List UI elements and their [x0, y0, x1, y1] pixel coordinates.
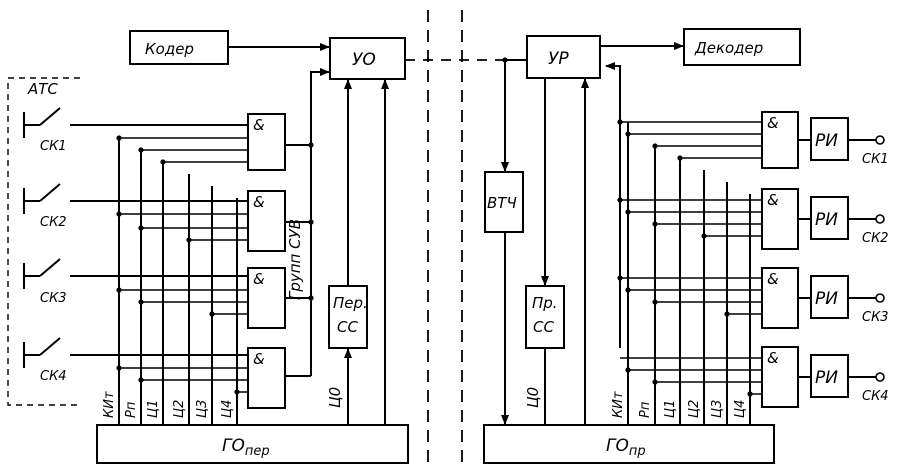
left-bus-lines [118, 138, 238, 425]
ats-frame [7, 77, 80, 406]
right-sk2-label: СК2 [862, 231, 889, 246]
go-pr-sub: пр [629, 444, 646, 459]
right-c0-label: Ц0 [524, 387, 542, 408]
ri1-label: РИ [815, 131, 838, 151]
left-sk4-label: СК4 [40, 369, 67, 384]
right-bus-label-kit: КИт [611, 391, 626, 418]
right-gate2-symbol: & [767, 191, 779, 209]
pr-cc-label-1: Пр. [532, 294, 558, 312]
left-gate-inputs [119, 137, 248, 393]
go-pr-label: ГОпр [606, 436, 646, 459]
left-sk2-label: СК2 [40, 215, 67, 230]
decoder-box [683, 28, 801, 66]
ri3-label: РИ [815, 289, 838, 309]
right-gate4-symbol: & [767, 349, 779, 367]
right-gate-inputs [620, 121, 762, 395]
per-cc-label-1: Пер. [333, 294, 368, 312]
right-bus-lines [627, 122, 751, 425]
left-gate2-symbol: & [253, 193, 265, 211]
go-pr-box [483, 424, 775, 464]
left-bus-label-c2: Ц2 [172, 400, 187, 418]
uo-label: УО [352, 50, 376, 70]
vtch-box [484, 171, 524, 233]
per-cc-label-2: СС [337, 318, 358, 336]
right-and-gates [761, 111, 799, 408]
ats-label: АТС [27, 80, 58, 98]
left-gate3-symbol: & [253, 270, 265, 288]
left-bus-label-c4: Ц4 [220, 400, 235, 418]
right-sk1-label: СК1 [862, 152, 889, 167]
ur-label: УР [548, 49, 569, 69]
pr-cc-label-2: СС [533, 318, 554, 336]
right-sk4-label: СК4 [862, 389, 889, 404]
ri-blocks [798, 117, 885, 398]
left-bus-dots [116, 135, 240, 395]
ri4-label: РИ [815, 368, 838, 388]
right-sk3-label: СК3 [862, 310, 889, 325]
subscriber-switches-left [23, 107, 248, 368]
right-bus-label-c1: Ц1 [663, 400, 678, 418]
uo-box [329, 37, 406, 80]
coder-box [129, 30, 229, 65]
left-bus-label-c3: Ц3 [195, 400, 210, 418]
right-gate1-symbol: & [767, 114, 779, 132]
left-sk3-label: СК3 [40, 291, 67, 306]
right-gate3-symbol: & [767, 270, 779, 288]
right-bus-label-c4: Ц4 [733, 400, 748, 418]
group-sync-label: Групп СУВ [286, 219, 304, 300]
left-gate-outputs [285, 68, 330, 377]
ri2-label: РИ [815, 210, 838, 230]
right-bus-label-c3: Ц3 [710, 400, 725, 418]
left-bus-label-c1: Ц1 [146, 400, 161, 418]
right-bus-dots [617, 119, 753, 397]
right-group-line [605, 62, 621, 348]
left-gate1-symbol: & [253, 116, 265, 134]
right-bus-label-c2: Ц2 [687, 400, 702, 418]
go-pr-main: ГО [606, 436, 629, 456]
left-bus-label-rp: Рп [124, 401, 139, 418]
left-sk1-label: СК1 [40, 139, 67, 154]
go-per-main: ГО [222, 436, 245, 456]
left-bus-label-kit: КИт [102, 391, 117, 418]
go-per-label: ГОпер [222, 436, 270, 459]
ur-box [526, 35, 601, 79]
go-per-box [96, 424, 409, 464]
decoder-label: Декодер [694, 39, 763, 57]
vtch-label: ВТЧ [487, 194, 517, 212]
left-c0-label: Ц0 [326, 387, 344, 408]
right-bus-label-rp: Рп [638, 401, 653, 418]
coder-label: Кодер [145, 40, 194, 58]
go-per-sub: пер [245, 444, 270, 459]
left-gate4-symbol: & [253, 350, 265, 368]
